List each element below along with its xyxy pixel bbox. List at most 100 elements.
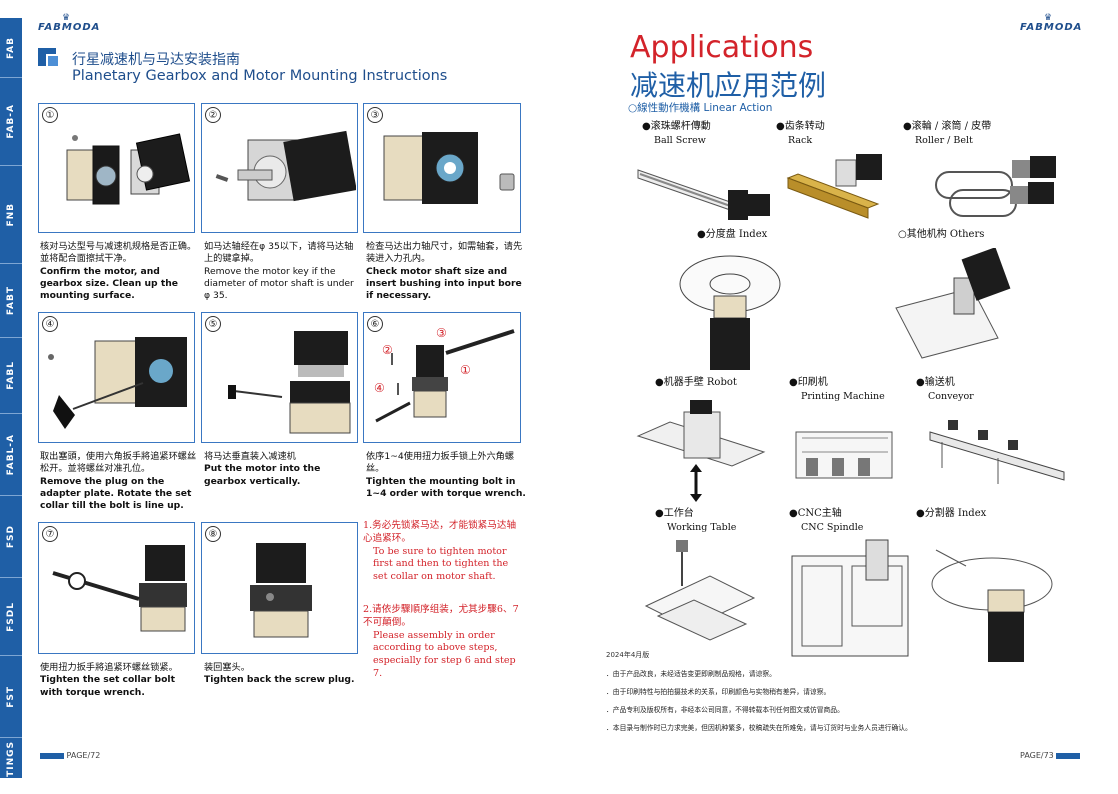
tab-fab[interactable]: FAB [0,18,22,78]
step-1-en: Confirm the motor, and gearbox size. Cle… [40,265,178,302]
step-7-caption: 使用扭力扳手將追紧环螺丝锁紧。 Tighten the set collar b… [40,662,200,699]
disclaimer-3: ．产品专利及版权所有，非经本公司同意，不得转载本刊任何图文或仿冒商品。 [606,706,844,714]
step-6-cn: 依序1~4使用扭力扳手锁上外六角螺丝。 [366,451,515,475]
page-title-en: Planetary Gearbox and Motor Mounting Ins… [72,68,448,84]
step-8-panel: ⑧ [201,522,358,654]
step-5-cn: 将马达垂直装入减速机 [204,451,296,462]
step-5-en: Put the motor into the gearbox verticall… [204,463,321,487]
tab-fsdl[interactable]: FSDL [0,578,22,656]
app-others-label: ○其他机构 Others [898,229,985,240]
tab-fsd[interactable]: FSD [0,496,22,578]
step-1-panel: ① [38,103,195,233]
disclaimer-2: ．由于印刷特性与拍拍摄技术的关系，印刷颜色与实物稍有差异，请谅察。 [606,688,831,696]
note-2-cn: 2.请依步驟順序组装，尤其步驟6、7不可顛倒。 [363,604,519,628]
tab-fab-a[interactable]: FAB-A [0,78,22,166]
step-number: ⑤ [205,316,221,332]
index-table-illustration [679,255,781,370]
step-6-en: Tighten the mounting bolt in 1~4 order w… [366,475,526,499]
footer-bar-icon [1056,752,1081,759]
motor-key-illustration [215,130,356,202]
step-3-en: Check motor shaft size and insert bushin… [366,265,522,302]
step-2-panel: ② [201,103,358,233]
step-5-caption: 将马达垂直装入减速机 Put the motor into the gearbo… [204,451,362,488]
tab-fabl-a[interactable]: FABL-A [0,414,22,496]
brand-logo-left: ♛ FABMODA [38,13,101,34]
robot-arm-illustration [636,400,766,502]
roller-belt-illustration [935,156,1056,217]
step-7-panel: ⑦ [38,522,195,654]
applications-title-en: Applications [630,30,814,65]
step-number: ① [42,107,58,123]
divider-index-illustration [931,549,1053,662]
step-4-cn: 取出塞頭，使用六角扳手將追紧环螺丝松开。並将螺丝对准孔位。 [40,451,197,475]
note-1-cn: 1.务必先锁紧马达，才能锁紧马达轴心追紧环。 [363,520,517,544]
step-8-en: Tighten back the screw plug. [204,674,355,686]
others-mechanism-illustration [895,248,1011,359]
step-4-en: Remove the plug on the adapter plate. Ro… [40,475,192,512]
footer-bar-icon [40,752,64,759]
step-number: ⑧ [205,526,221,542]
step-7-en: Tighten the set collar bolt with torque … [40,674,175,698]
screw-plug-illustration [250,543,312,638]
step-1-cn: 核对马达型号与减速机规格是否正确。並将配合面擦拭干净。 [40,241,197,265]
app-robot-label: ●机器手壁 Robot [655,377,737,388]
assembly-note-2: 2.请依步驟順序组装，尤其步驟6、7不可顛倒。 Please assembly … [363,604,525,681]
step-3-cn: 检查马达出力轴尺寸，如需轴套，请先装进入力孔内。 [366,241,523,265]
step-8-cn: 装回塞头。 [204,662,250,673]
rack-illustration [786,154,882,219]
note-2-en: Please assembly in order according to ab… [373,629,516,679]
bolt-callout-1: ① [460,363,471,377]
step-number: ② [205,107,221,123]
tab-fst[interactable]: FST [0,656,22,738]
torque-wrench-bolts-illustration [375,329,515,423]
tab-fabl[interactable]: FABL [0,338,22,414]
bolt-callout-3: ③ [436,326,447,340]
ball-screw-illustration [637,169,770,220]
page-number-right: PAGE/73 [1020,751,1081,760]
step-3-panel: ③ [363,103,521,233]
tab-fnb[interactable]: FNB [0,166,22,264]
tab-fittings[interactable]: FITTINGS [6,740,16,794]
hex-wrench-gearbox-illustration [48,337,187,429]
applications-title-cn: 减速机应用范例 [630,69,827,102]
working-table-illustration [644,540,756,641]
step-1-caption: 核对马达型号与减速机规格是否正确。並将配合面擦拭干净。 Confirm the … [40,241,200,302]
step-2-cn: 如马达轴经在φ 35以下，请将马达轴上的键拿掉。 [204,241,354,265]
gearbox-bushing-illustration [383,132,515,204]
page-number-left: PAGE/72 [40,751,100,760]
step-4-caption: 取出塞頭，使用六角扳手將追紧环螺丝松开。並将螺丝对准孔位。 Remove the… [40,451,200,512]
tab-fabt[interactable]: FABT [0,264,22,338]
conveyor-illustration [929,420,1065,484]
app-divider-index-label: ●分割器 Index [916,508,987,519]
step-number: ③ [367,107,383,123]
disclaimer-4: ．本目录与制作时已力求完美，但因机种繁多，校稿疏失在所难免，请与订货时与业务人员… [606,724,912,732]
gearbox-motor-illustration [66,133,191,205]
step-number: ⑥ [367,316,383,332]
step-8-caption: 装回塞头。 Tighten back the screw plug. [204,662,362,687]
app-index-table-label: ●分度盘 Index [697,229,768,240]
step-2-en: Remove the motor key if the diameter of … [204,265,354,302]
assembly-note-1: 1.务必先锁紧马达，才能锁紧马达轴心追紧环。 To be sure to tig… [363,520,525,584]
brand-logo-right: ♛ FABMODA [1020,13,1083,34]
step-2-caption: 如马达轴经在φ 35以下，请将马达轴上的键拿掉。 Remove the moto… [204,241,362,302]
printing-machine-illustration [795,431,893,479]
step-6-panel: ⑥ ② ③ ① ④ [363,312,521,443]
step-3-caption: 检查马达出力轴尺寸，如需轴套，请先装进入力孔内。 Check motor sha… [366,241,526,302]
bolt-callout-4: ④ [374,381,385,395]
note-1-en: To be sure to tighten motor first and th… [373,545,509,583]
disclaimer-1: ．由于产品改良，未经适告变更即刷制品规格，请谅察。 [606,670,776,678]
torque-wrench-collar-illustration [52,545,187,632]
linear-action-heading: ○線性動作機構 Linear Action [628,102,773,114]
crown-icon: ♛ [61,13,71,23]
step-number: ④ [42,316,58,332]
bolt-callout-2: ② [382,343,393,357]
step-number: ⑦ [42,526,58,542]
step-7-cn: 使用扭力扳手將追紧环螺丝锁紧。 [40,662,178,673]
